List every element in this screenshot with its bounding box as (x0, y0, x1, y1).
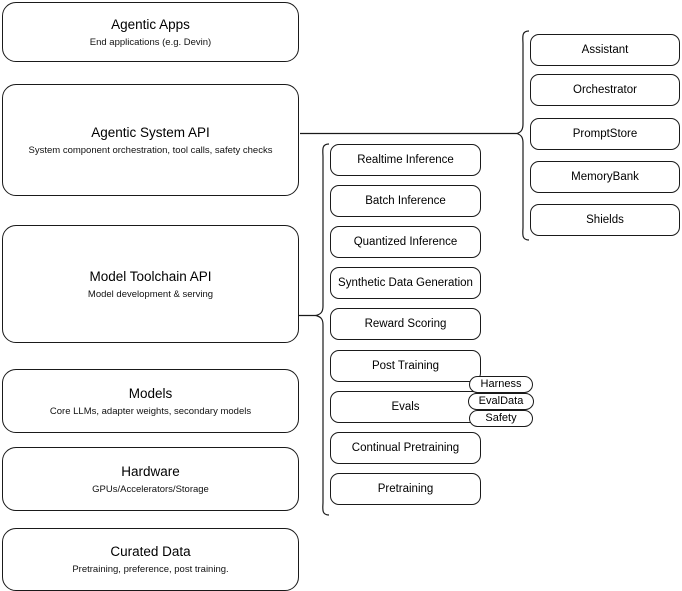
layer-subtitle: GPUs/Accelerators/Storage (92, 483, 209, 495)
capability-label: Synthetic Data Generation (338, 276, 473, 289)
capability-label: Reward Scoring (364, 317, 447, 330)
eval-tag-safety[interactable]: Safety (469, 410, 533, 427)
layer-model-toolchain-api[interactable]: Model Toolchain API Model development & … (2, 225, 299, 343)
component-orchestrator[interactable]: Orchestrator (530, 74, 680, 106)
capability-quantized-inference[interactable]: Quantized Inference (330, 226, 481, 258)
layer-subtitle: Core LLMs, adapter weights, secondary mo… (49, 405, 252, 417)
capability-realtime-inference[interactable]: Realtime Inference (330, 144, 481, 176)
capability-label: Evals (391, 400, 420, 413)
layer-title: Agentic Apps (111, 16, 190, 32)
capability-synthetic-data-generation[interactable]: Synthetic Data Generation (330, 267, 481, 299)
layer-curated-data[interactable]: Curated Data Pretraining, preference, po… (2, 528, 299, 591)
layer-hardware[interactable]: Hardware GPUs/Accelerators/Storage (2, 447, 299, 511)
brace-agentic-components (515, 30, 530, 241)
eval-tag-harness[interactable]: Harness (469, 376, 533, 393)
layer-title: Agentic System API (91, 124, 210, 140)
layer-agentic-apps[interactable]: Agentic Apps End applications (e.g. Devi… (2, 2, 299, 62)
layer-agentic-system-api[interactable]: Agentic System API System component orch… (2, 84, 299, 196)
layer-subtitle: Model development & serving (87, 288, 214, 300)
capability-evals[interactable]: Evals (330, 391, 481, 423)
capability-reward-scoring[interactable]: Reward Scoring (330, 308, 481, 340)
capability-pretraining[interactable]: Pretraining (330, 473, 481, 505)
layer-title: Hardware (121, 463, 180, 479)
capability-label: Pretraining (377, 482, 434, 495)
capability-label: Batch Inference (365, 194, 446, 207)
layer-subtitle: End applications (e.g. Devin) (89, 36, 212, 48)
capability-continual-pretraining[interactable]: Continual Pretraining (330, 432, 481, 464)
layer-models[interactable]: Models Core LLMs, adapter weights, secon… (2, 369, 299, 433)
capability-label: Continual Pretraining (351, 441, 460, 454)
component-assistant[interactable]: Assistant (530, 34, 680, 66)
capability-batch-inference[interactable]: Batch Inference (330, 185, 481, 217)
layer-subtitle: System component orchestration, tool cal… (28, 144, 273, 156)
layer-title: Curated Data (110, 544, 191, 559)
component-shields[interactable]: Shields (530, 204, 680, 236)
layer-title: Model Toolchain API (89, 268, 212, 284)
component-label: PromptStore (572, 127, 638, 140)
layer-subtitle: Pretraining, preference, post training. (72, 564, 229, 575)
component-promptstore[interactable]: PromptStore (530, 118, 680, 150)
component-label: Orchestrator (573, 83, 637, 96)
capability-label: Quantized Inference (353, 235, 458, 248)
capability-label: Realtime Inference (357, 153, 454, 166)
eval-tag-evaldata[interactable]: EvalData (468, 393, 534, 410)
layer-title: Models (128, 385, 173, 401)
brace-toolchain-capabilities (313, 143, 330, 516)
component-label: Assistant (581, 43, 629, 56)
component-memorybank[interactable]: MemoryBank (530, 161, 680, 193)
capability-post-training[interactable]: Post Training (330, 350, 481, 382)
component-label: MemoryBank (571, 170, 639, 183)
component-label: Shields (586, 213, 624, 226)
capability-label: Post Training (371, 359, 440, 372)
